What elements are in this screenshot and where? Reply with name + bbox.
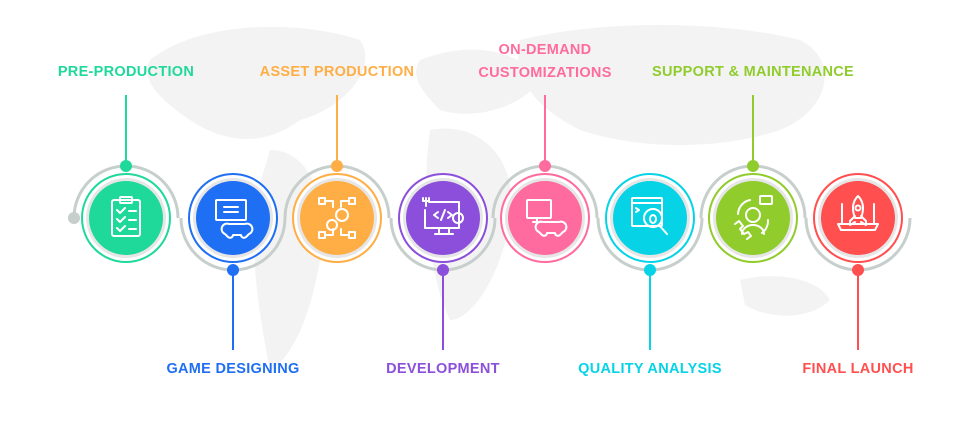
- step-7: [708, 95, 798, 263]
- clipboard-checklist-icon: [111, 196, 141, 237]
- screen-gamepad-icon: [215, 199, 254, 239]
- step-label-4: DEVELOPMENT: [386, 361, 500, 377]
- step-8: [813, 173, 903, 350]
- connector-dot: [539, 160, 551, 172]
- connector-dot: [331, 160, 343, 172]
- monitor-code-icon: [422, 197, 464, 235]
- step-circle: [196, 181, 270, 255]
- step-4: [398, 173, 488, 350]
- gears-frame-icon: [318, 197, 356, 239]
- step-5: [500, 95, 590, 263]
- computer-gamepad-icon: [526, 199, 568, 237]
- step-label-7: SUPPORT & MAINTENANCE: [651, 64, 855, 80]
- step-label-5: ON-DEMAND CUSTOMIZATIONS: [478, 39, 611, 85]
- rocket-laptop-icon: [837, 195, 879, 231]
- step-label-line: CUSTOMIZATIONS: [478, 65, 612, 81]
- step-1: [81, 95, 171, 263]
- support-agent-icon: [734, 195, 773, 240]
- step-label-line: ON-DEMAND: [498, 42, 592, 58]
- step-circle: [406, 181, 480, 255]
- step-label-8: FINAL LAUNCH: [802, 361, 914, 377]
- step-6: [605, 173, 695, 350]
- step-3: [292, 95, 382, 263]
- step-circle: [716, 181, 790, 255]
- connector-dot: [227, 264, 239, 276]
- connector-dot: [437, 264, 449, 276]
- bug-magnifier-icon: [631, 197, 668, 235]
- connector-dot: [852, 264, 864, 276]
- connector-dot: [644, 264, 656, 276]
- step-label-1: PRE-PRODUCTION: [57, 64, 195, 80]
- step-label-6: QUALITY ANALYSIS: [578, 361, 722, 377]
- start-dot: [68, 212, 80, 224]
- step-2: [188, 173, 278, 350]
- connector-dot: [120, 160, 132, 172]
- step-circle: [89, 181, 163, 255]
- step-label-3: ASSET PRODUCTION: [259, 64, 415, 80]
- connector-dot: [747, 160, 759, 172]
- step-label-2: GAME DESIGNING: [166, 361, 300, 377]
